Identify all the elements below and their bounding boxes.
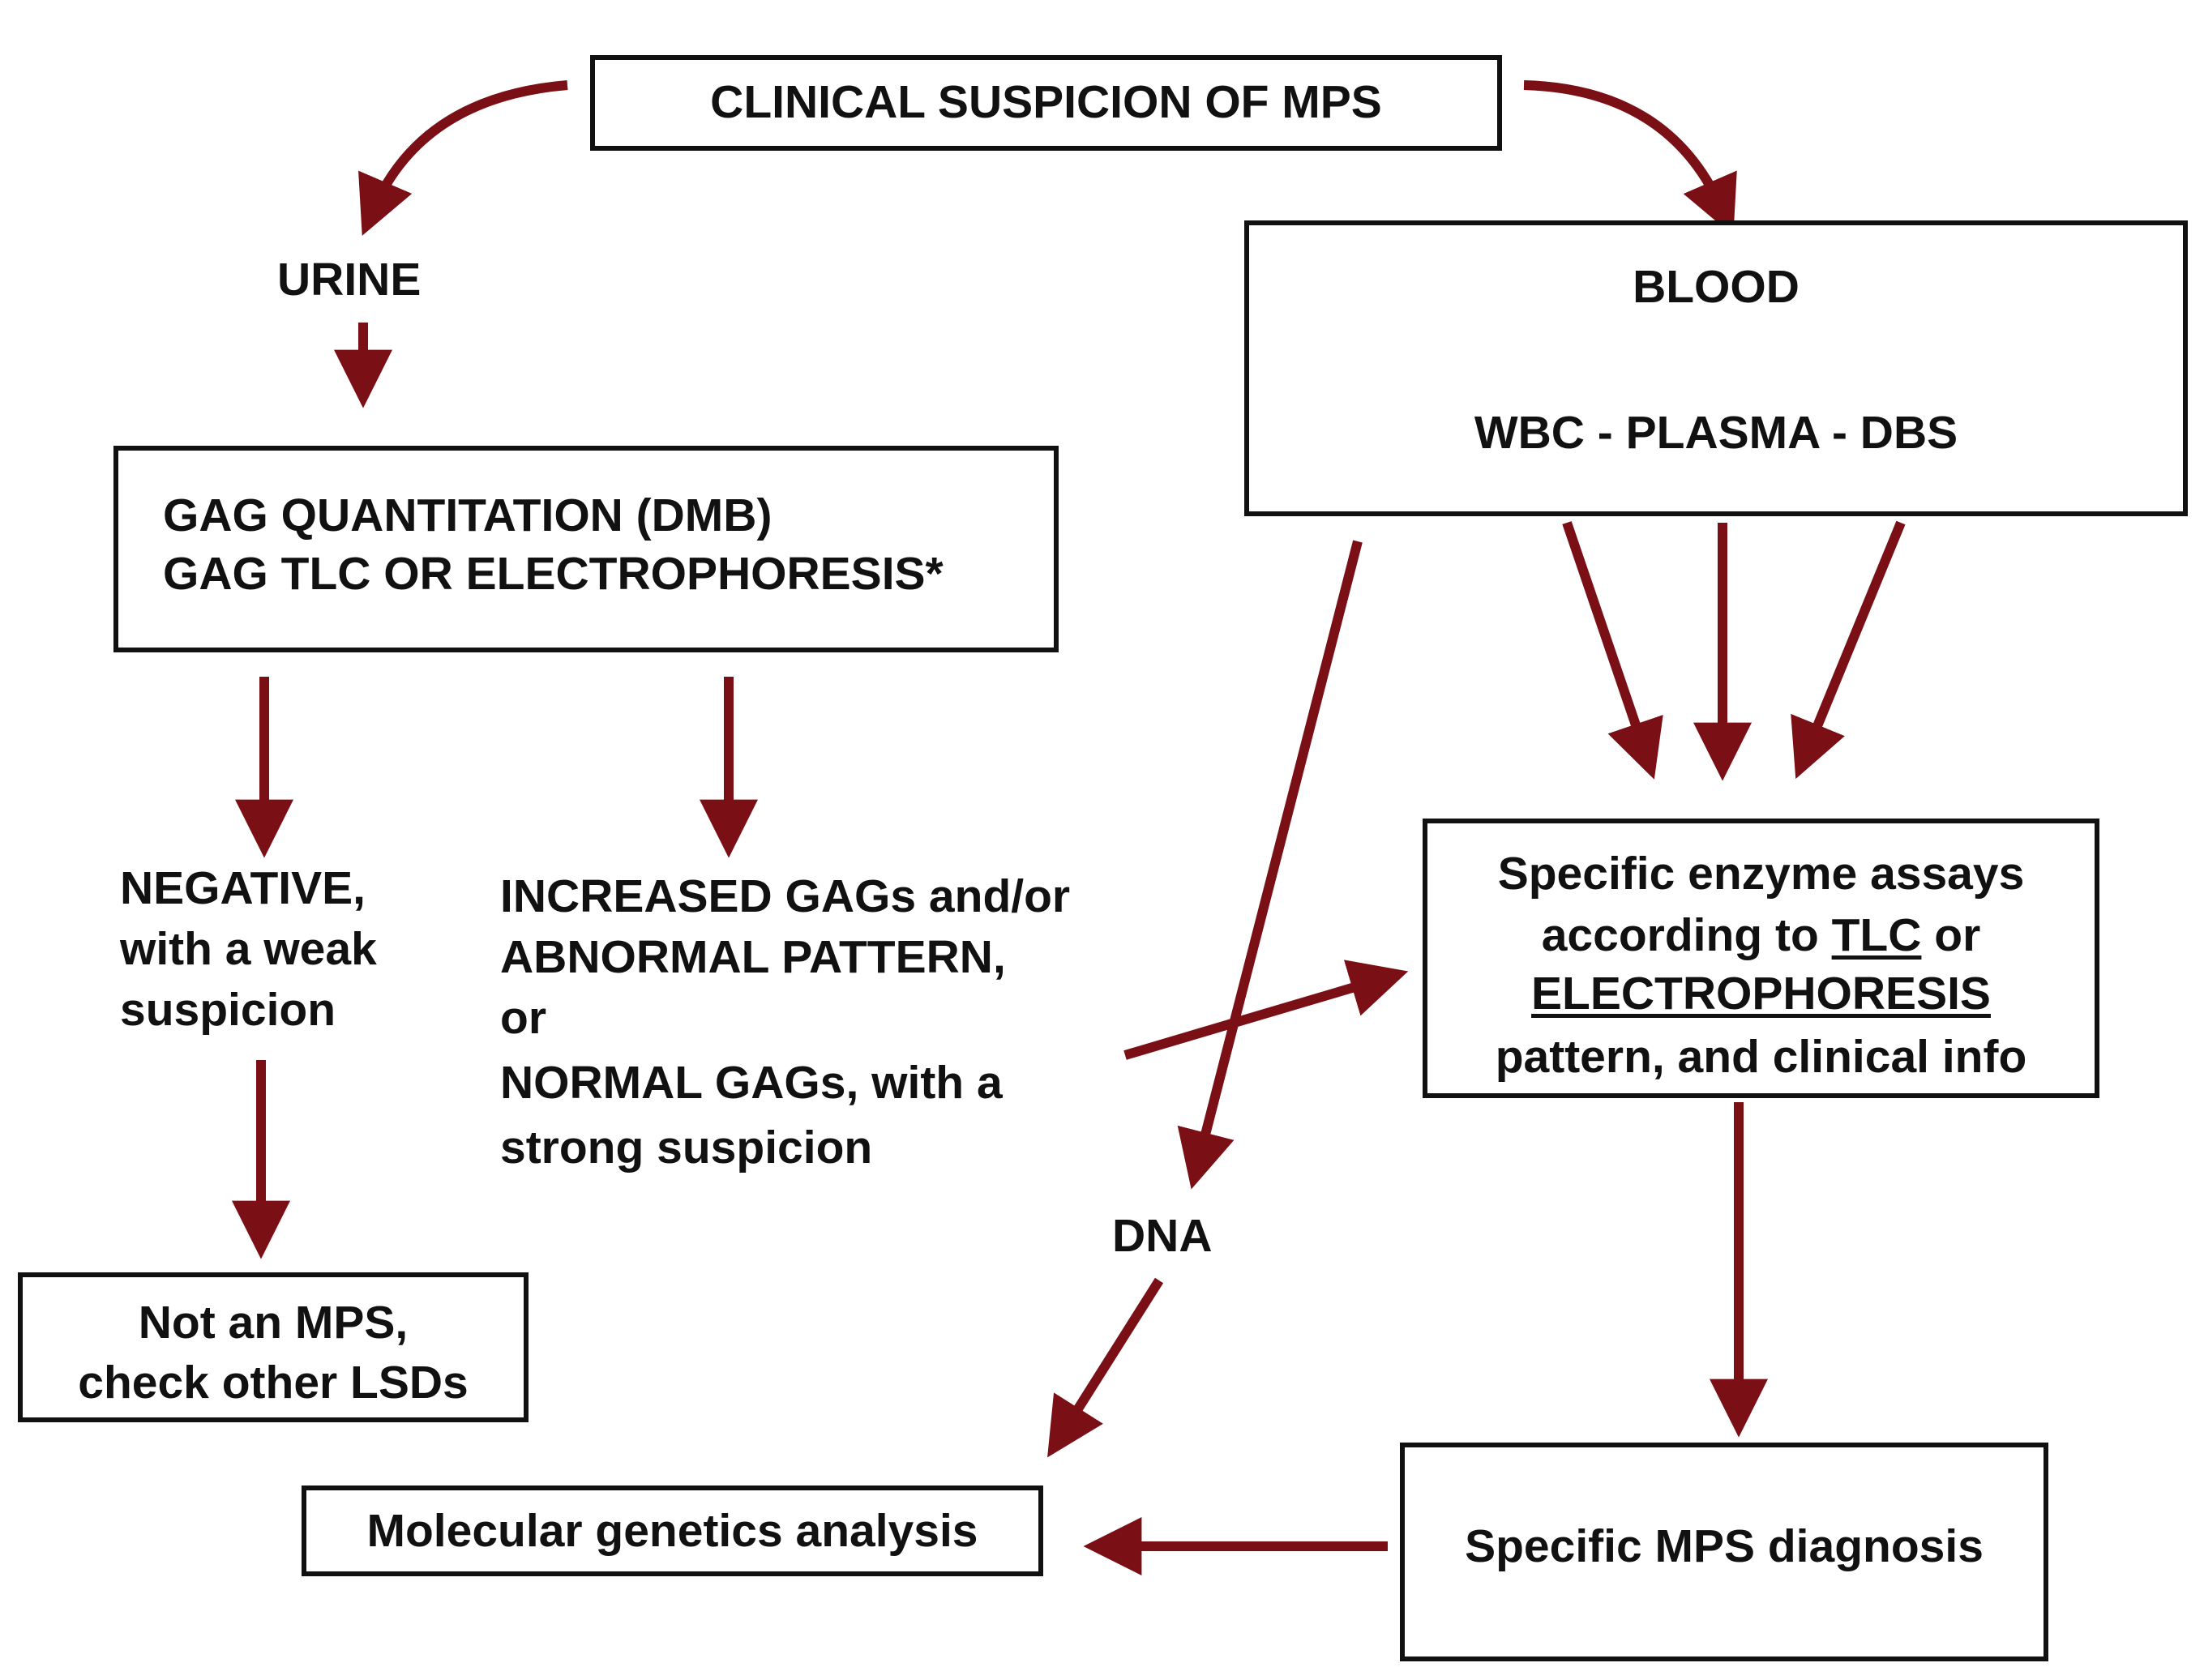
- blood-samples-label: WBC - PLASMA - DBS: [1474, 407, 1958, 459]
- enzyme-electrophoresis-underlined: ELECTROPHORESIS: [1531, 968, 1991, 1020]
- negative-result-text: NEGATIVE, with a weak suspicion: [120, 857, 444, 1052]
- enzyme-line-2-post: or: [1921, 909, 1981, 961]
- not-mps-line-1: Not an MPS,: [138, 1297, 409, 1349]
- urine-label: URINE: [277, 254, 422, 306]
- increased-result-text: INCREASED GAGs and/or ABNORMAL PATTERN, …: [500, 866, 1149, 1182]
- not-mps-box: Not an MPS, check other LSDs: [18, 1272, 529, 1422]
- negative-line-2: with a weak: [120, 923, 377, 975]
- dna-label: DNA: [1112, 1210, 1213, 1262]
- arrow-samples-to-enzyme-right: [1791, 520, 1906, 780]
- increased-line-4: NORMAL GAGs, with a: [500, 1057, 1003, 1109]
- clinical-suspicion-label: CLINICAL SUSPICION OF MPS: [710, 76, 1382, 128]
- arrow-dna-to-molecular: [1047, 1277, 1164, 1458]
- enzyme-line-4: pattern, and clinical info: [1495, 1031, 2027, 1083]
- gag-tests-box: GAG QUANTITATION (DMB) GAG TLC OR ELECTR…: [113, 446, 1059, 652]
- gag-tlc-label: GAG TLC OR ELECTROPHORESIS*: [163, 548, 944, 600]
- increased-line-3: or: [500, 992, 546, 1044]
- molecular-genetics-box: Molecular genetics analysis: [302, 1485, 1043, 1576]
- arrow-suspicion-to-urine: [358, 80, 568, 236]
- enzyme-assays-box: Specific enzyme assays according to TLC …: [1423, 819, 2099, 1098]
- increased-line-2: ABNORMAL PATTERN,: [500, 931, 1006, 983]
- arrow-suspicion-to-blood: [1523, 80, 1737, 236]
- enzyme-line-2-pre: according to: [1541, 909, 1832, 961]
- clinical-suspicion-box: CLINICAL SUSPICION OF MPS: [590, 55, 1502, 151]
- negative-line-3: suspicion: [120, 984, 336, 1036]
- blood-label: BLOOD: [1633, 261, 1800, 313]
- not-mps-line-2: check other LSDs: [78, 1357, 469, 1409]
- increased-line-1: INCREASED GAGs and/or: [500, 870, 1071, 922]
- specific-diagnosis-box: Specific MPS diagnosis: [1400, 1443, 2048, 1661]
- enzyme-line-3: ELECTROPHORESIS: [1427, 963, 2095, 1024]
- increased-line-5: strong suspicion: [500, 1122, 873, 1173]
- blood-box: BLOOD WBC - PLASMA - DBS: [1244, 220, 2188, 516]
- arrow-increased-to-enzyme: [1123, 960, 1409, 1060]
- enzyme-line-2: according to TLC or: [1427, 904, 2095, 966]
- gag-quantitation-label: GAG QUANTITATION (DMB): [163, 489, 772, 541]
- arrow-blood-to-dna: [1177, 540, 1363, 1190]
- enzyme-line-1: Specific enzyme assays: [1497, 848, 2025, 900]
- arrow-samples-to-enzyme-left: [1562, 521, 1663, 780]
- negative-line-1: NEGATIVE,: [120, 862, 366, 914]
- specific-diagnosis-label: Specific MPS diagnosis: [1465, 1520, 1984, 1572]
- molecular-genetics-label: Molecular genetics analysis: [366, 1505, 978, 1557]
- enzyme-tlc-underlined: TLC: [1831, 909, 1922, 961]
